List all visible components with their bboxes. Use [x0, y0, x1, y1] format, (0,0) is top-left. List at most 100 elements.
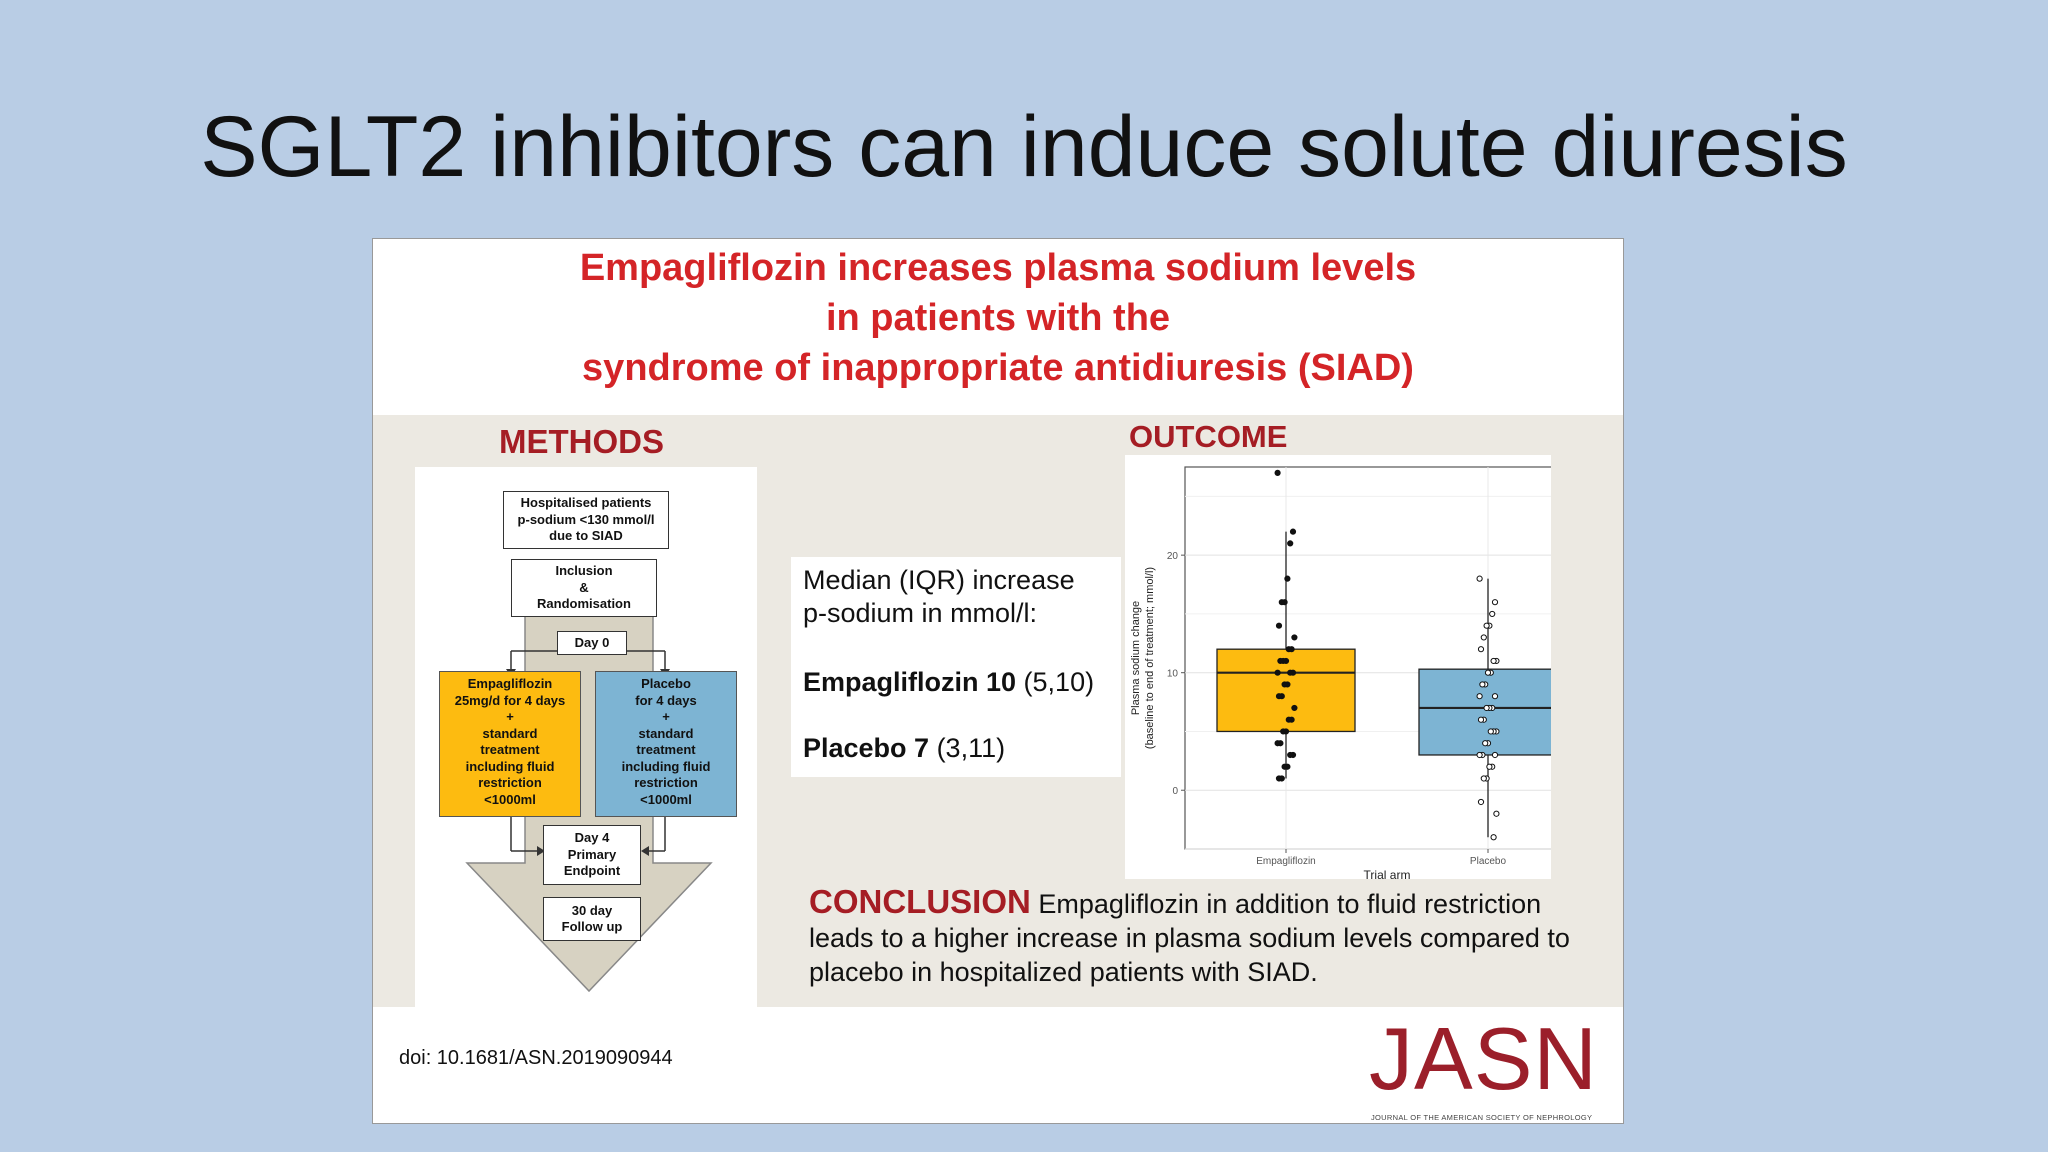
slide-title: SGLT2 inhibitors can induce solute diure…	[200, 99, 1848, 195]
jasn-logo: JASN	[1369, 1009, 1598, 1108]
data-point-placebo	[1479, 681, 1486, 688]
empa-line-8: <1000ml	[484, 791, 536, 807]
methods-panel: Hospitalised patients p-sodium <130 mmol…	[415, 467, 757, 1007]
data-point-placebo	[1477, 646, 1485, 653]
placebo-line-2: for 4 days	[635, 692, 697, 708]
placebo-line-4: standard	[638, 725, 694, 741]
conclusion-label: CONCLUSION	[809, 883, 1031, 920]
x-tick-label: Placebo	[1470, 856, 1507, 867]
data-point-empagliflozin	[1275, 775, 1283, 782]
placebo-line-1: Placebo	[641, 676, 691, 691]
data-point-placebo	[1491, 599, 1499, 606]
median-placebo-value: (3,11)	[929, 733, 1006, 763]
placebo-line-6: including fluid	[621, 758, 711, 774]
box-day-4-endpoint: Day 4 Primary Endpoint	[543, 825, 641, 885]
data-point-placebo	[1477, 716, 1485, 723]
data-point-empagliflozin	[1274, 740, 1281, 747]
methods-title: METHODS	[499, 423, 664, 460]
data-point-placebo	[1490, 657, 1497, 665]
box2-line-3: Randomisation	[537, 596, 631, 612]
data-point-empagliflozin	[1281, 681, 1288, 688]
data-point-placebo	[1476, 751, 1483, 759]
data-point-placebo	[1489, 610, 1496, 618]
data-point-placebo	[1483, 704, 1490, 712]
data-point-placebo	[1487, 728, 1494, 735]
abstract-headline: Empagliflozin increases plasma sodium le…	[373, 239, 1623, 393]
data-point-empagliflozin	[1275, 693, 1283, 700]
data-point-empagliflozin	[1285, 716, 1292, 723]
data-point-placebo	[1483, 622, 1490, 629]
placebo-line-7: restriction	[634, 775, 698, 790]
day0-label: Day 0	[574, 634, 610, 650]
data-point-placebo	[1491, 693, 1499, 700]
box1-line-2: p-sodium <130 mmol/l	[517, 511, 655, 527]
day4-line-1: Day 4	[574, 830, 610, 846]
y-tick-label: 20	[1167, 551, 1179, 562]
median-placebo-label: Placebo 7	[803, 733, 930, 763]
data-point-empagliflozin	[1291, 634, 1298, 641]
median-results-box: Median (IQR) increase p-sodium in mmol/l…	[791, 557, 1121, 777]
jasn-logo-subtitle: JOURNAL OF THE AMERICAN SOCIETY OF NEPHR…	[1371, 1113, 1593, 1122]
data-point-empagliflozin	[1291, 704, 1298, 712]
followup-line-1: 30 day	[571, 902, 613, 918]
empa-line-1: Empagliflozin	[467, 676, 553, 691]
headline-line-1: Empagliflozin increases plasma sodium le…	[579, 247, 1417, 289]
data-point-empagliflozin	[1284, 575, 1291, 582]
box-30-day-follow-up: 30 day Follow up	[543, 897, 641, 941]
box-day-0: Day 0	[557, 631, 627, 655]
data-point-empagliflozin	[1278, 599, 1285, 606]
box-inclusion-randomisation: Inclusion & Randomisation	[511, 559, 657, 617]
data-point-empagliflozin	[1275, 622, 1283, 629]
data-point-empagliflozin	[1274, 669, 1281, 676]
data-point-placebo	[1490, 834, 1497, 841]
data-point-placebo	[1486, 763, 1493, 770]
data-point-placebo	[1484, 669, 1492, 676]
followup-line-2: Follow up	[561, 919, 623, 934]
box1-line-3: due to SIAD	[549, 528, 623, 544]
empa-line-7: restriction	[478, 775, 542, 790]
data-point-empagliflozin	[1281, 763, 1288, 770]
headline-line-3: syndrome of inappropriate antidiuresis (…	[582, 347, 1414, 389]
empa-line-4: standard	[482, 725, 538, 741]
box2-line-2: &	[579, 579, 589, 595]
data-point-placebo	[1491, 751, 1499, 759]
data-point-placebo	[1482, 740, 1489, 747]
data-point-placebo	[1493, 810, 1500, 817]
median-empagliflozin: Empagliflozin 10 (5,10)	[803, 667, 1094, 698]
median-empa-value: (5,10)	[1016, 667, 1095, 697]
placebo-line-3: +	[662, 709, 670, 724]
visual-abstract: Empagliflozin increases plasma sodium le…	[372, 238, 1624, 1124]
data-point-empagliflozin	[1280, 728, 1287, 735]
box1-line-1: Hospitalised patients	[520, 495, 652, 511]
placebo-line-5: treatment	[636, 742, 696, 757]
median-empa-label: Empagliflozin 10	[803, 667, 1017, 697]
x-axis-label: Trial arm	[1364, 868, 1411, 879]
y-tick-label: 10	[1167, 669, 1179, 680]
box-hospitalised-patients: Hospitalised patients p-sodium <130 mmol…	[503, 491, 669, 549]
empa-line-2: 25mg/d for 4 days	[454, 692, 566, 708]
conclusion-text: CONCLUSION Empagliflozin in addition to …	[809, 885, 1589, 989]
data-point-placebo	[1476, 575, 1483, 582]
doi-text: doi: 10.1681/ASN.2019090944	[399, 1047, 673, 1069]
placebo-arm-box: Placebo for 4 days + standard treatment …	[595, 671, 737, 817]
data-point-empagliflozin	[1289, 528, 1297, 535]
median-line-2: p-sodium in mmol/l:	[803, 598, 1038, 628]
day4-line-3: Endpoint	[563, 863, 621, 879]
conclusion-rest: leads to a higher increase in plasma sod…	[809, 923, 1570, 987]
data-point-empagliflozin	[1287, 540, 1294, 547]
day4-line-2: Primary	[567, 846, 617, 862]
outcome-title: OUTCOME	[1129, 419, 1288, 454]
data-point-placebo	[1477, 798, 1485, 806]
headline-line-2: in patients with the	[825, 297, 1171, 339]
median-placebo: Placebo 7 (3,11)	[803, 733, 1005, 764]
empa-line-5: treatment	[480, 742, 540, 757]
empagliflozin-arm-box: Empagliflozin 25mg/d for 4 days + standa…	[439, 671, 581, 817]
median-line-1: Median (IQR) increase	[803, 565, 1075, 595]
data-point-empagliflozin	[1285, 646, 1292, 653]
data-point-placebo	[1480, 634, 1487, 641]
data-point-empagliflozin	[1287, 669, 1294, 676]
box2-line-1: Inclusion	[555, 563, 613, 579]
empa-line-3: +	[506, 709, 514, 724]
